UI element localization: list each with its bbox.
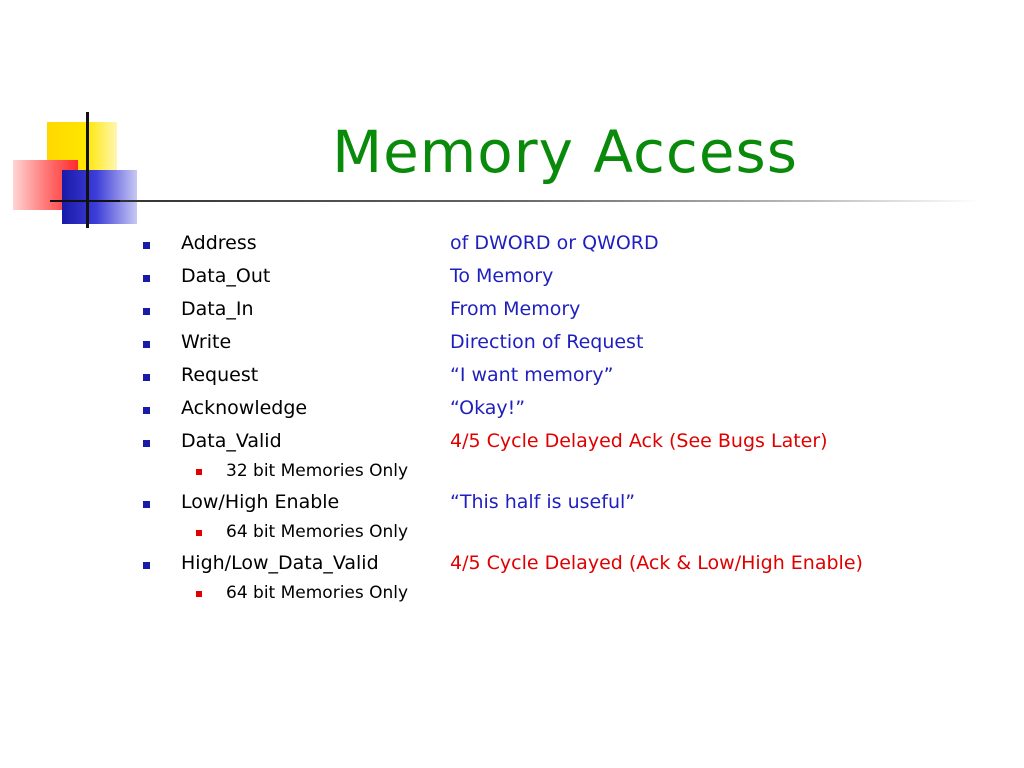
item-description: To Memory [450,265,554,287]
item-description: “I want memory” [450,364,614,386]
bullet-square-icon [143,242,150,249]
item-description: From Memory [450,298,581,320]
sub-bullet-square-icon [196,530,202,536]
sub-item-text: 64 bit Memories Only [226,583,409,603]
item-description: “This half is useful” [450,491,636,513]
item-term: High/Low_Data_Valid [181,552,379,574]
bullet-square-icon [143,501,150,508]
item-term: Data_Out [181,265,271,287]
item-term: Request [181,364,259,386]
logo-horizontal-line [50,200,140,202]
sub-item-text: 64 bit Memories Only [226,522,409,542]
item-description: 4/5 Cycle Delayed (Ack & Low/High Enable… [450,552,863,574]
item-term: Data_Valid [181,430,282,452]
item-term: Data_In [181,298,254,320]
item-description: “Okay!” [450,397,526,419]
item-term: Write [181,331,232,353]
bullet-square-icon [143,562,150,569]
bullet-square-icon [143,374,150,381]
sub-item-text: 32 bit Memories Only [226,461,409,481]
bullet-square-icon [143,440,150,447]
bullet-square-icon [143,407,150,414]
logo-blue-square [62,170,137,224]
title-divider-line [120,200,980,202]
bullet-square-icon [143,275,150,282]
bullet-square-icon [143,308,150,315]
item-term: Address [181,232,257,254]
slide-title: Memory Access [332,118,798,186]
bullet-square-icon [143,341,150,348]
sub-bullet-square-icon [196,469,202,475]
logo-vertical-line [86,112,89,228]
item-description: Direction of Request [450,331,644,353]
item-term: Low/High Enable [181,491,340,513]
sub-bullet-square-icon [196,591,202,597]
item-term: Acknowledge [181,397,308,419]
item-description: 4/5 Cycle Delayed Ack (See Bugs Later) [450,430,828,452]
item-description: of DWORD or QWORD [450,232,659,254]
